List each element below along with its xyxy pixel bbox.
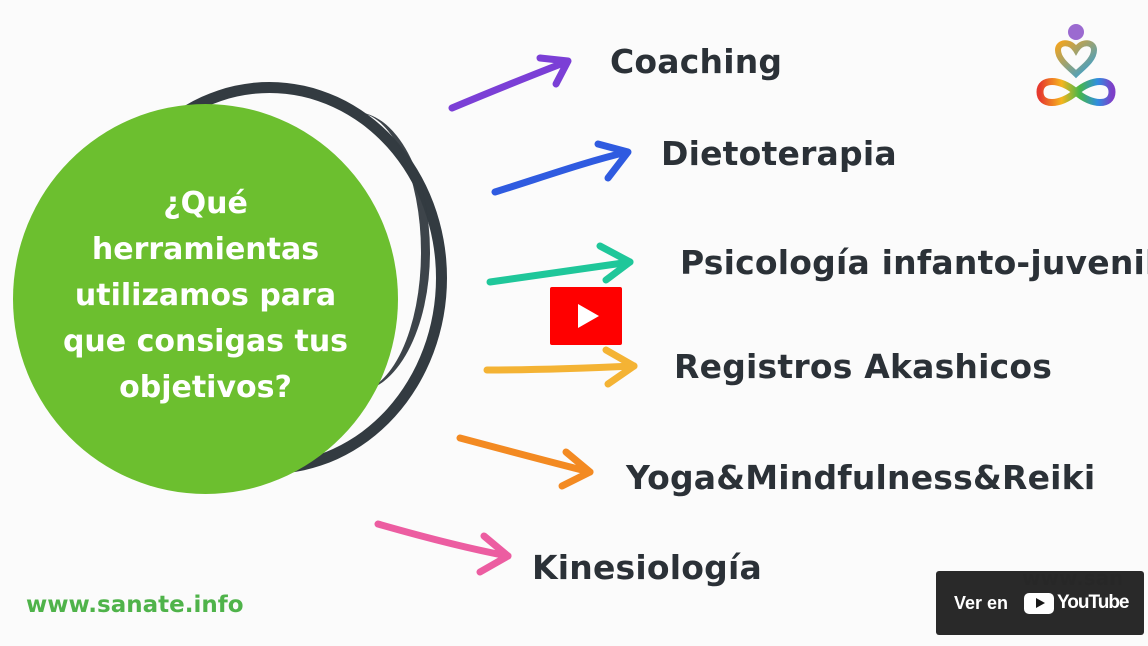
play-icon <box>578 304 599 328</box>
dark-ring-inner-decoration <box>280 112 430 392</box>
tool-coaching: Coaching <box>610 42 783 81</box>
arrow-dietoterapia <box>491 140 632 196</box>
youtube-logo: YouTube <box>1024 592 1130 614</box>
tool-dietoterapia: Dietoterapia <box>661 134 897 173</box>
arrow-kinesiologia <box>374 520 512 576</box>
sanate-logo-icon <box>1030 20 1122 112</box>
youtube-play-icon <box>1024 592 1055 614</box>
watch-on-label: Ver en <box>954 592 1009 613</box>
tool-yoga: Yoga&Mindfulness&Reiki <box>626 458 1096 497</box>
tool-psicologia: Psicología infanto-juvenil <box>680 243 1148 282</box>
arrow-psicologia <box>486 242 634 286</box>
arrow-yoga <box>456 434 594 490</box>
green-question-circle: ¿Qué herramientas utilizamos para que co… <box>13 104 398 494</box>
watch-on-youtube-button[interactable]: Ver en YouTube <box>936 571 1144 635</box>
arrow-coaching <box>448 54 572 112</box>
tool-registros: Registros Akashicos <box>674 347 1053 386</box>
question-text: ¿Qué herramientas utilizamos para que co… <box>62 186 349 405</box>
arrow-registros <box>483 346 638 388</box>
youtube-wordmark: YouTube <box>1057 592 1129 613</box>
play-button[interactable] <box>550 287 622 345</box>
tool-kinesiologia: Kinesiología <box>532 548 762 587</box>
website-url: www.sanate.info <box>26 592 244 618</box>
